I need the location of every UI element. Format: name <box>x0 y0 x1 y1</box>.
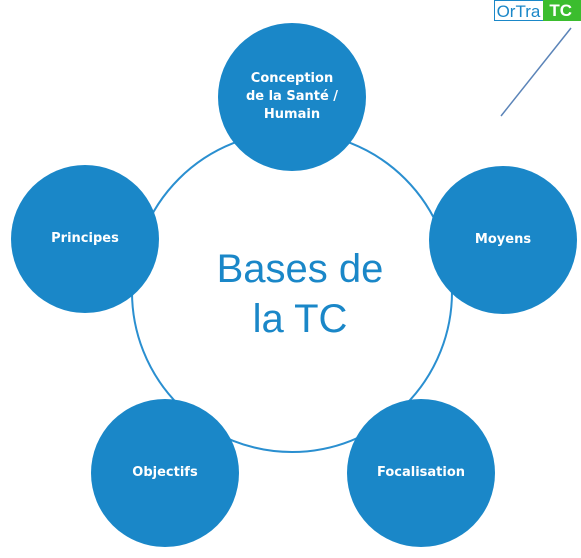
node-conception-label: Conception de la Santé / Humain <box>245 71 339 122</box>
logo-pointer-line <box>500 27 572 117</box>
ortra-tc-logo: OrTra TC <box>493 0 581 21</box>
node-principes-label: Principes <box>51 231 119 246</box>
node-focalisation-label: Focalisation <box>376 465 466 480</box>
center-title-line-1: Bases de <box>216 247 384 291</box>
center-title-line-2: la TC <box>252 297 348 341</box>
node-principes-circle <box>11 165 159 313</box>
node-moyens-label: Moyens <box>474 232 532 247</box>
logo-text-ortra: OrTra <box>493 0 544 21</box>
node-objectifs-circle <box>91 399 239 547</box>
node-objectifs-label: Objectifs <box>132 465 198 480</box>
node-conception-circle <box>218 23 366 171</box>
node-moyens-circle <box>429 166 577 314</box>
center-title: Bases de la TC <box>180 244 420 344</box>
node-focalisation-circle <box>347 399 495 547</box>
logo-text-tc: TC <box>543 0 581 21</box>
